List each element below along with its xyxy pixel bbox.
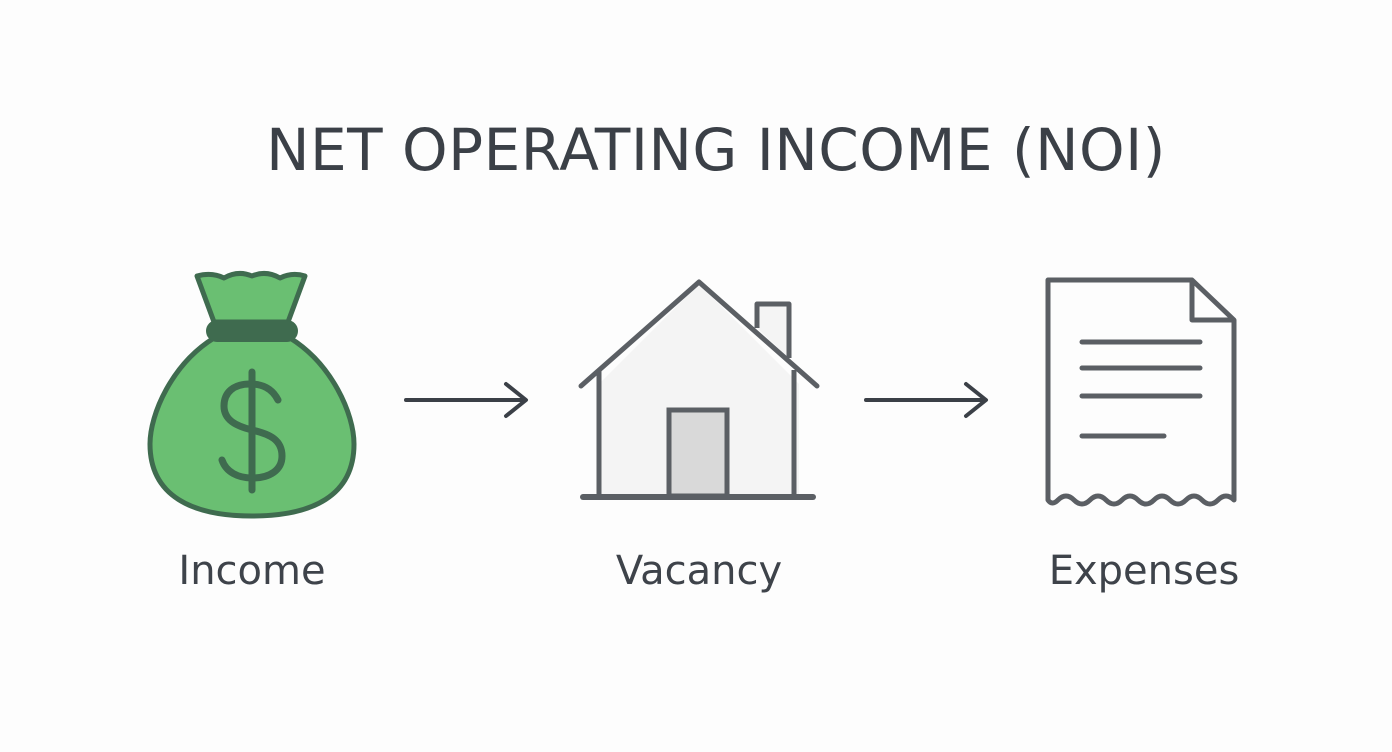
step-label-expenses: Expenses xyxy=(1048,548,1240,594)
step-vacancy: Vacancy xyxy=(549,264,849,604)
receipt-icon xyxy=(994,264,1294,524)
arrow-right-icon xyxy=(862,380,992,420)
house-icon xyxy=(549,264,849,524)
step-income: Income xyxy=(102,264,402,604)
step-label-income: Income xyxy=(178,548,326,594)
step-expenses: Expenses xyxy=(994,264,1294,604)
arrow-right-icon xyxy=(402,380,532,420)
step-label-vacancy: Vacancy xyxy=(615,548,783,594)
diagram-title: NET OPERATING INCOME (NOI) xyxy=(266,116,1166,184)
money-bag-icon xyxy=(102,264,402,524)
